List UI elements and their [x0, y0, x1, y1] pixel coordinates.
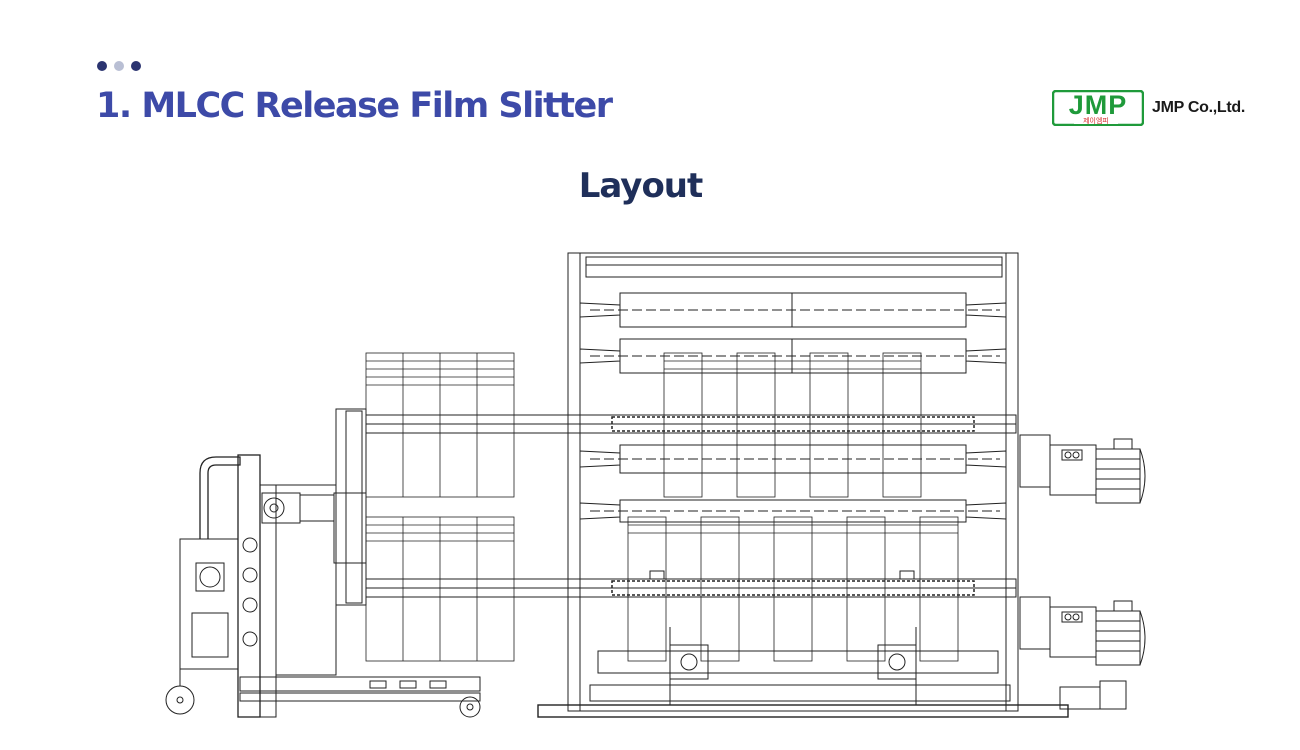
logo-korean: 제이엠피 — [1083, 116, 1109, 125]
bottom-carriages — [597, 627, 999, 705]
upper-slitter-shaft — [335, 408, 1017, 606]
header-dots — [97, 61, 141, 71]
top-rollers — [579, 292, 1007, 374]
upper-motor — [1019, 434, 1146, 504]
jmp-logo-icon: JMP 제이엠피 — [1052, 90, 1144, 126]
company-logo: JMP 제이엠피 JMP Co.,Ltd. — [1052, 90, 1245, 126]
logo-mark: JMP — [1069, 90, 1128, 120]
logo-company-name: JMP Co.,Ltd. — [1152, 99, 1245, 116]
unwind-stand — [165, 454, 481, 718]
lower-motor — [1019, 596, 1146, 710]
header-dot-1 — [97, 61, 107, 71]
section-title: Layout — [578, 166, 704, 206]
machine-layout-drawing-icon — [165, 252, 1146, 718]
header-dot-3 — [131, 61, 141, 71]
web-panels — [365, 352, 959, 662]
main-frame — [537, 252, 1069, 718]
page-title: 1. MLCC Release Film Slitter — [96, 86, 613, 126]
middle-rollers — [579, 444, 1007, 523]
header-dot-2 — [114, 61, 124, 71]
lower-slitter-shaft — [365, 570, 1017, 598]
